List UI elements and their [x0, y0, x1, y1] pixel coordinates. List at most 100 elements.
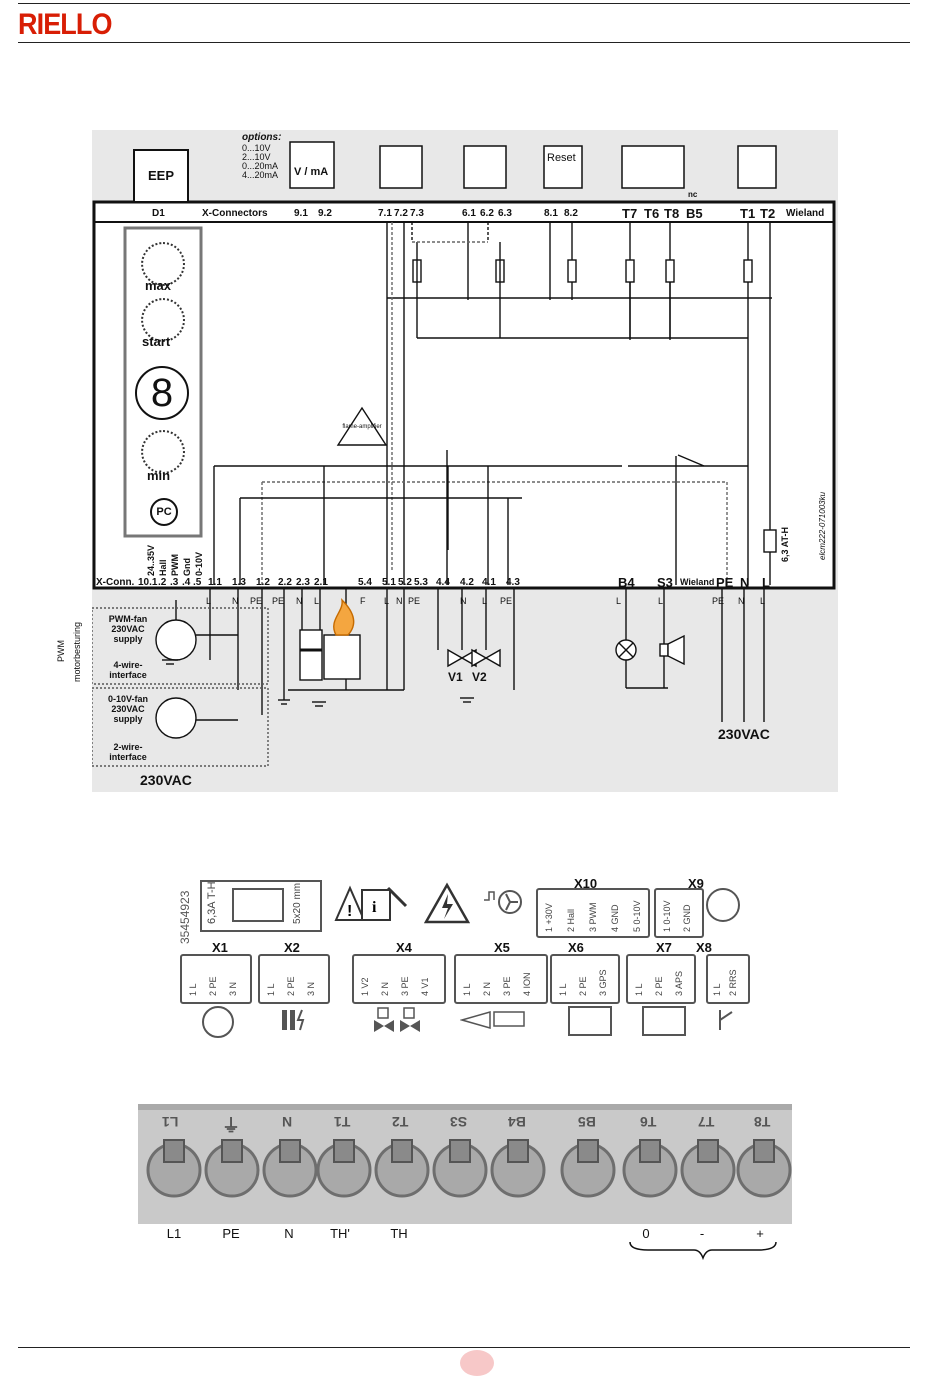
sensor-label-0: 0 [642, 1226, 650, 1241]
connector-x6-label: X6 [568, 940, 584, 955]
x6-pin-2: 2 PE [578, 976, 588, 996]
bterm-5-4: 5.4 [358, 577, 372, 588]
v-ma-label: V / mA [294, 166, 329, 178]
x5-pin-4: 4 ION [522, 972, 532, 996]
d1-label: D1 [152, 208, 165, 219]
bterm-pe: PE [716, 575, 734, 590]
fuse-holder-icon [232, 888, 284, 922]
x4-pin-1: 1 V2 [360, 977, 370, 996]
embossed-t1: T1 [334, 1114, 351, 1130]
x5-pin-1: 1 L [462, 983, 472, 996]
bterm-4-3: 4.3 [506, 577, 520, 588]
bterm-5-1: 5.1 [382, 577, 396, 588]
max-label: max [145, 278, 172, 293]
side-pwm-label: PWM [56, 640, 66, 662]
bterm-2-1: 2.1 [314, 577, 328, 588]
sensor-label-minus: - [699, 1226, 705, 1241]
terminal-7-3: 7.3 [410, 208, 424, 219]
side-motor-label: motorbesturing [72, 621, 82, 682]
connector-x1-label: X1 [212, 940, 228, 955]
connector-x2-label: X2 [284, 940, 300, 955]
label-panel: 35454923 6,3A T-H 5x20 mm ! i X10 1 +30V [176, 874, 750, 1040]
bterm-5: .5 [193, 577, 202, 588]
wire-letter-pe5: PE [712, 596, 725, 606]
x4-pin-3: 3 PE [400, 976, 410, 996]
header-bottom-rule [18, 42, 910, 43]
embossed-t7: T7 [698, 1114, 715, 1130]
wire-letter-n3: N [396, 596, 403, 606]
wire-letter-pe1: PE [250, 596, 263, 606]
strip-label-l1: L1 [166, 1226, 182, 1241]
pc-port-icon: PC [150, 498, 178, 526]
wire-letter-l3: L [384, 596, 390, 606]
start-potentiometer-icon [141, 298, 185, 342]
valve-v1-label: V1 [448, 670, 463, 684]
terminal-7-2: 7.2 [394, 208, 408, 219]
embossed-t2: T2 [392, 1114, 409, 1130]
manual-warning-icon: ! i [334, 880, 414, 928]
x4-pin-2: 2 N [380, 981, 390, 996]
embossed-t8: T8 [754, 1114, 771, 1130]
connector-x5-label: X5 [494, 940, 510, 955]
four-wire-label: 4-wire-interface [109, 660, 147, 680]
vac-right-label: 230VAC [718, 726, 770, 742]
svg-text:!: ! [347, 903, 352, 920]
bterm-2-3: 2.3 [296, 577, 310, 588]
connector-x7-label: X7 [656, 940, 672, 955]
bterm-4-1: 4.1 [482, 577, 496, 588]
bterm-5-2: 5.2 [398, 577, 412, 588]
connector-x7: 1 L 2 PE 3 APS [626, 954, 696, 1004]
eep-label: EEP [148, 168, 175, 183]
embossed-n: N [282, 1114, 293, 1130]
options-list: 0...10V 2...10V 0...20mA 4...20mA [242, 144, 278, 180]
sensor-label-plus: + [756, 1226, 764, 1241]
fuse-size: 5x20 mm [292, 882, 303, 924]
terminal-6-1: 6.1 [462, 208, 476, 219]
x-connectors-label: X-Connectors [202, 208, 268, 219]
fuse-box: 6,3A T-H 5x20 mm [200, 880, 322, 932]
connector-x8: 1 L 2 RRS [706, 954, 750, 1004]
vlabel-24-35v: 24..35V [146, 544, 156, 576]
sensor-brace [629, 1241, 777, 1260]
reset-label: Reset [547, 152, 576, 164]
page-marker [460, 1350, 494, 1376]
strip-label-pe: PE [222, 1226, 240, 1241]
x8-pin-1: 1 L [712, 983, 722, 996]
strip-label-n: N [284, 1226, 294, 1241]
terminal-strip: L1 ⏚ N T1 T2 S3 B4 B5 T6 T7 T8 [138, 1104, 792, 1224]
wire-letter-n1: N [232, 596, 239, 606]
connector-x5: 1 L 2 N 3 PE 4 ION [454, 954, 548, 1004]
two-wire-label: 2-wire-interface [109, 742, 147, 762]
terminal-t2: T2 [760, 206, 776, 221]
min-label: min [147, 468, 171, 483]
start-label: start [142, 334, 171, 349]
pwm-fan-label: PWM-fan 230VAC supply [108, 614, 148, 644]
brand-logo: RIELLO [18, 8, 112, 41]
embossed-earth-icon: ⏚ [222, 1116, 240, 1136]
remote-reset-icon [716, 1008, 736, 1034]
wire-letter-l6: L [658, 596, 664, 606]
embossed-b4: B4 [508, 1114, 526, 1130]
terminal-9-2: 9.2 [318, 208, 332, 219]
option-0-10v: 0...10V [242, 143, 271, 153]
terminal-6-2: 6.2 [480, 208, 494, 219]
bterm-4: .4 [182, 577, 191, 588]
fan-pwm-icon [482, 882, 522, 922]
wire-letter-l1: L [206, 596, 212, 606]
fan-010-label: 0-10V-fan 230VAC supply [107, 694, 149, 724]
doc-code: elcm222-071003ku [818, 491, 827, 560]
analog-gauge-icon [706, 888, 740, 922]
display-digit: 8 [135, 366, 189, 420]
wire-letter-n2: N [296, 596, 303, 606]
terminal-b5: B5 [686, 206, 703, 221]
ignition-transformer-icon [280, 1006, 310, 1034]
header-top-rule [18, 3, 910, 4]
fuse-rating: 6,3A T-H [206, 881, 218, 924]
connector-x2: 1 L 2 PE 3 N [258, 954, 330, 1004]
terminal-9-1: 9.1 [294, 208, 308, 219]
fuse-label: 6,3 AT-H [780, 526, 790, 562]
x5-pin-3: 3 PE [502, 976, 512, 996]
terminal-t1: T1 [740, 206, 756, 221]
x9-pin-1: 1 0-10V [662, 900, 672, 932]
wieland-bottom: Wieland [680, 577, 715, 587]
